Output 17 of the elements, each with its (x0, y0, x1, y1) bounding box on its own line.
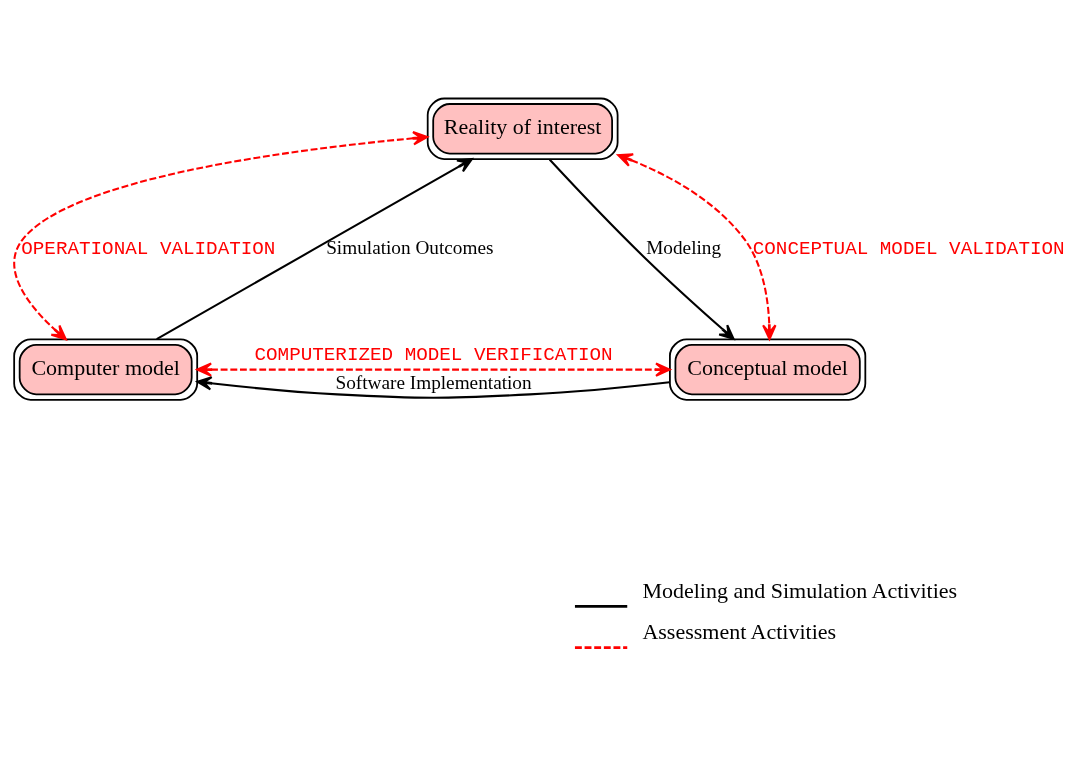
edge-label: OPERATIONAL VALIDATION (21, 237, 276, 260)
node-box: Conceptual model (669, 337, 867, 401)
arrow (13, 130, 429, 340)
arrow (196, 361, 671, 377)
edge-label: Modeling (646, 236, 722, 258)
edge-label: Simulation Outcomes (326, 236, 494, 258)
arrow (548, 158, 735, 340)
edge-label: Software Implementation (335, 371, 532, 393)
edge-label: COMPUTERIZED MODEL VERIFICATION (254, 343, 613, 366)
edge-label: CONCEPTUAL MODEL VALIDATION (752, 237, 1065, 260)
legend-label: Modeling and Simulation Activities (642, 577, 958, 603)
arrow (156, 157, 473, 340)
legend-label: Assessment Activities (642, 618, 837, 644)
node-box: Computer model (13, 337, 199, 401)
arrow (617, 152, 777, 340)
arrow (196, 375, 670, 399)
node-box: Reality of interest (426, 97, 619, 160)
